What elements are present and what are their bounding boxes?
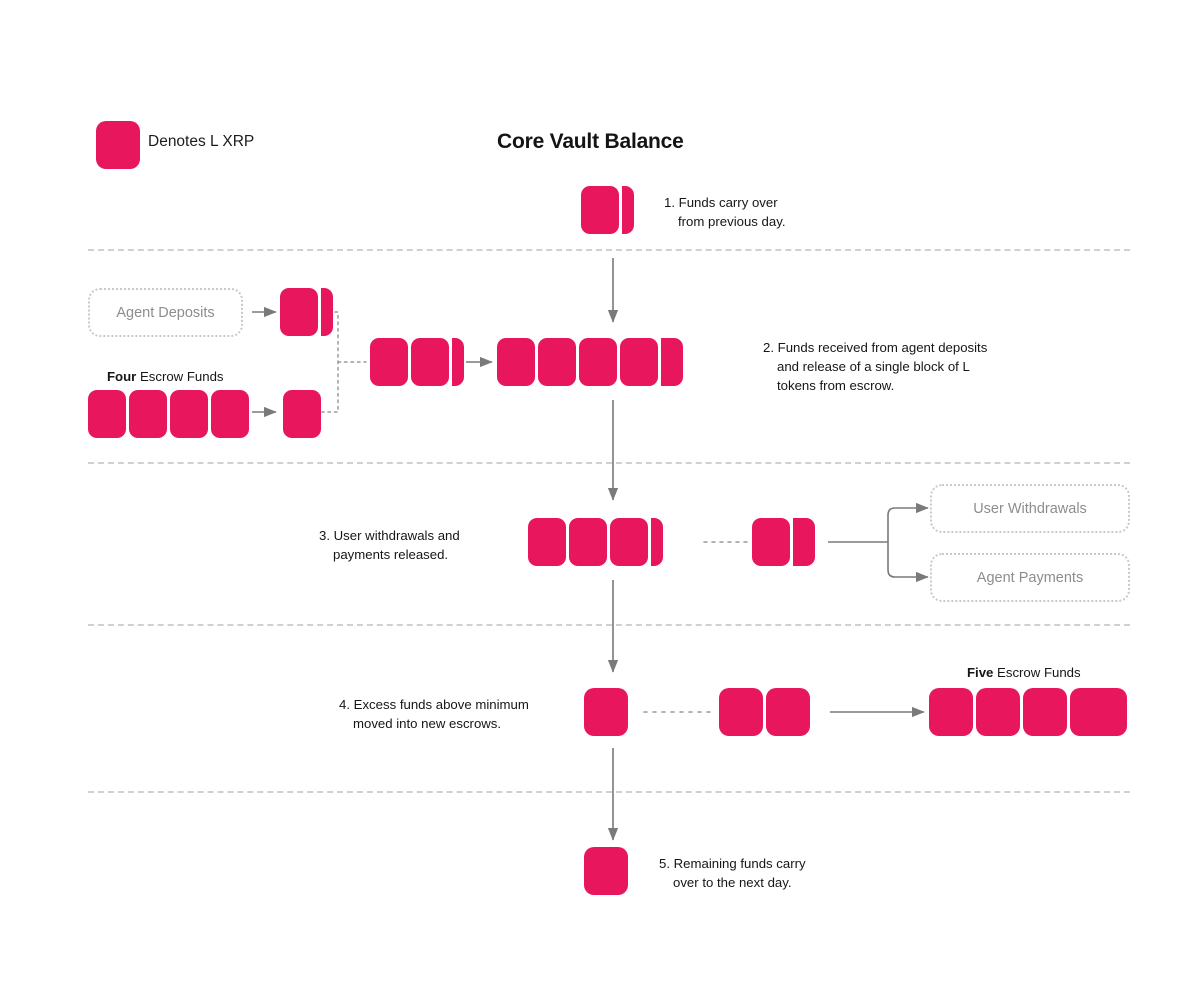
five-escrow-emphasis: Five <box>967 665 994 680</box>
step3-released-block-partial <box>793 518 815 566</box>
page-title: Core Vault Balance <box>497 130 684 153</box>
escrow-fund-2 <box>129 390 167 438</box>
user-withdrawals-node[interactable]: User Withdrawals <box>930 484 1130 533</box>
step-4-text: 4. Excess funds above minimum moved into… <box>339 695 569 733</box>
l-xrp-swatch <box>96 121 140 169</box>
five-escrow-label: Five Escrow Funds <box>967 665 1081 680</box>
escrow-fund-3 <box>170 390 208 438</box>
step-3-line-2: payments released. <box>333 547 449 563</box>
step5-carryover-block <box>584 847 628 895</box>
step4-moved-block-1 <box>719 688 763 736</box>
agent-payments-node[interactable]: Agent Payments <box>930 553 1130 602</box>
escrow-released-block <box>283 390 321 438</box>
agent-payments-label: Agent Payments <box>976 569 1084 586</box>
split-arrows-step3 <box>828 502 929 583</box>
step-1-line-2: from previous day. <box>678 214 786 230</box>
separator-2 <box>88 462 1130 464</box>
step-4-line-2: moved into new escrows. <box>353 716 502 732</box>
step2-vault-block-3 <box>579 338 617 386</box>
escrow-fund-4 <box>211 390 249 438</box>
five-escrow-rest: Escrow Funds <box>993 665 1081 680</box>
step-2-line-2: and release of a single block of L <box>777 359 970 375</box>
step1-block-partial <box>622 186 634 234</box>
new-escrow-fund-2 <box>976 688 1020 736</box>
legend-label: Denotes L XRP <box>148 133 255 150</box>
step1-block-1 <box>581 186 619 234</box>
step-3-text: 3. User withdrawals and payments release… <box>319 526 519 564</box>
four-escrow-rest: Escrow Funds <box>136 369 224 384</box>
step2-incoming-block-partial <box>452 338 464 386</box>
step-5-line-2: over to the next day. <box>673 875 792 891</box>
separator-3 <box>88 624 1130 626</box>
step-3-line-1: 3. User withdrawals and <box>319 528 460 543</box>
step2-vault-block-4 <box>620 338 658 386</box>
separator-4 <box>88 791 1130 793</box>
step3-vault-block-1 <box>528 518 566 566</box>
escrow-fund-1 <box>88 390 126 438</box>
step-2-line-1: 2. Funds received from agent deposits <box>763 340 988 355</box>
step2-incoming-block-2 <box>411 338 449 386</box>
step-1-line-1: 1. Funds carry over <box>664 195 778 210</box>
new-escrow-fund-1 <box>929 688 973 736</box>
four-escrow-label: Four Escrow Funds <box>107 369 224 384</box>
step3-released-block-1 <box>752 518 790 566</box>
step-4-line-1: 4. Excess funds above minimum <box>339 697 529 712</box>
step-2-line-3: tokens from escrow. <box>777 378 895 394</box>
step4-moved-block-2 <box>766 688 810 736</box>
four-escrow-emphasis: Four <box>107 369 137 384</box>
step3-vault-block-3 <box>610 518 648 566</box>
step3-vault-block-2 <box>569 518 607 566</box>
step-5-text: 5. Remaining funds carry over to the nex… <box>659 854 889 892</box>
agent-deposit-block <box>280 288 318 336</box>
step-5-line-1: 5. Remaining funds carry <box>659 856 806 871</box>
step-2-text: 2. Funds received from agent deposits an… <box>763 338 1033 395</box>
step2-vault-block-1 <box>497 338 535 386</box>
step2-incoming-block-1 <box>370 338 408 386</box>
agent-deposit-block-partial <box>321 288 333 336</box>
new-escrow-fund-3 <box>1023 688 1067 736</box>
step2-vault-block-partial <box>661 338 683 386</box>
agent-deposits-label: Agent Deposits <box>116 304 215 321</box>
separator-1 <box>88 249 1130 251</box>
agent-deposits-node[interactable]: Agent Deposits <box>88 288 243 337</box>
user-withdrawals-label: User Withdrawals <box>973 500 1087 517</box>
step4-remaining-block <box>584 688 628 736</box>
new-escrow-fund-5 <box>1083 688 1127 736</box>
step-1-text: 1. Funds carry over from previous day. <box>664 193 894 231</box>
step2-vault-block-2 <box>538 338 576 386</box>
step3-vault-block-partial <box>651 518 663 566</box>
